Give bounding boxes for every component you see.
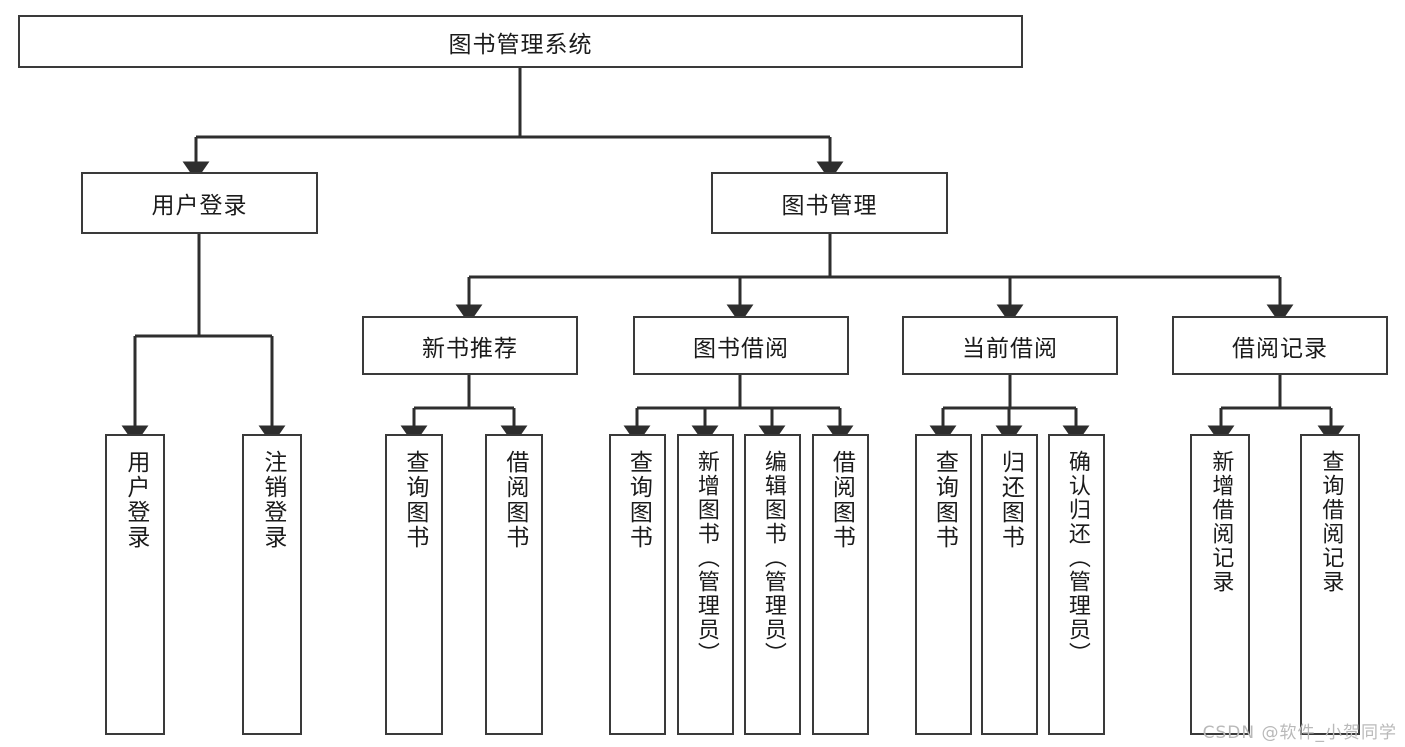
node-leaf-return-book-label: 归还图书 (997, 450, 1024, 550)
node-user-login-label: 用户登录 (151, 193, 248, 219)
node-leaf-user-login-label: 用户登录 (122, 450, 149, 550)
node-leaf-confirm-return-admin[interactable]: 确认归还（管理员） (1048, 434, 1105, 735)
node-current-borrow[interactable]: 当前借阅 (902, 316, 1118, 375)
node-book-borrow[interactable]: 图书借阅 (633, 316, 849, 375)
node-book-manage[interactable]: 图书管理 (711, 172, 948, 234)
node-leaf-borrow-book-1-label: 借阅图书 (501, 450, 528, 550)
node-leaf-query-book-2[interactable]: 查询图书 (609, 434, 666, 735)
node-leaf-add-book-admin-label: 新增图书（管理员） (693, 450, 719, 666)
node-borrow-record[interactable]: 借阅记录 (1172, 316, 1388, 375)
node-leaf-add-book-admin[interactable]: 新增图书（管理员） (677, 434, 734, 735)
node-leaf-query-book-1[interactable]: 查询图书 (385, 434, 443, 735)
node-leaf-confirm-return-admin-label: 确认归还（管理员） (1064, 450, 1090, 666)
node-leaf-query-book-3-label: 查询图书 (931, 450, 958, 550)
node-leaf-query-borrow-record[interactable]: 查询借阅记录 (1300, 434, 1360, 735)
node-new-book-recommend-label: 新书推荐 (422, 335, 518, 362)
node-leaf-user-login[interactable]: 用户登录 (105, 434, 165, 735)
node-book-borrow-label: 图书借阅 (693, 335, 789, 362)
node-book-manage-label: 图书管理 (781, 193, 878, 219)
node-leaf-query-book-2-label: 查询图书 (625, 450, 652, 550)
node-user-login[interactable]: 用户登录 (81, 172, 318, 234)
node-leaf-return-book[interactable]: 归还图书 (981, 434, 1038, 735)
node-leaf-query-book-3[interactable]: 查询图书 (915, 434, 972, 735)
node-leaf-logout-login[interactable]: 注销登录 (242, 434, 302, 735)
watermark-text: CSDN @软件_小贺同学 (1202, 723, 1397, 743)
node-leaf-query-borrow-record-label: 查询借阅记录 (1318, 450, 1344, 594)
node-leaf-query-book-1-label: 查询图书 (401, 450, 428, 550)
node-current-borrow-label: 当前借阅 (962, 335, 1058, 362)
node-leaf-add-borrow-record-label: 新增借阅记录 (1208, 450, 1234, 594)
node-new-book-recommend[interactable]: 新书推荐 (362, 316, 578, 375)
node-leaf-edit-book-admin-label: 编辑图书（管理员） (760, 450, 786, 666)
node-root-label: 图书管理系统 (448, 31, 593, 58)
node-borrow-record-label: 借阅记录 (1232, 335, 1328, 362)
node-leaf-borrow-book-2[interactable]: 借阅图书 (812, 434, 869, 735)
node-leaf-borrow-book-1[interactable]: 借阅图书 (485, 434, 543, 735)
node-leaf-add-borrow-record[interactable]: 新增借阅记录 (1190, 434, 1250, 735)
node-leaf-logout-login-label: 注销登录 (259, 450, 286, 550)
node-leaf-edit-book-admin[interactable]: 编辑图书（管理员） (744, 434, 801, 735)
node-root[interactable]: 图书管理系统 (18, 15, 1023, 68)
node-leaf-borrow-book-2-label: 借阅图书 (828, 450, 855, 550)
